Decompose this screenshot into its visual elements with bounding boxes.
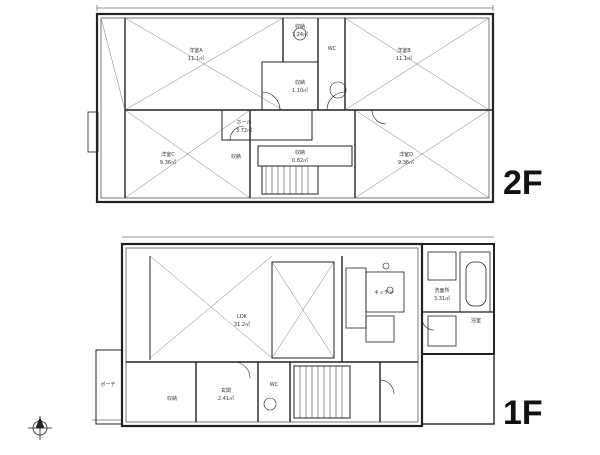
- room-name: 洋室C: [161, 151, 175, 158]
- room-area: 3.72㎡: [236, 127, 252, 134]
- room-area: 1.10㎡: [292, 87, 308, 94]
- floor-2f-plan: [87, 5, 495, 204]
- room-name: 収納: [167, 395, 177, 402]
- room-area: 31.2㎡: [234, 321, 250, 328]
- room-name: ホール: [236, 120, 251, 126]
- room-area: 11.1㎡: [396, 55, 412, 62]
- room-name: 洋室B: [397, 47, 411, 54]
- room-name: WC: [328, 46, 337, 52]
- floor-1f-plan: [92, 236, 495, 428]
- floor-label-2f: 2F: [503, 164, 543, 202]
- room-area: 1.24㎡: [292, 31, 308, 38]
- room-name: キッチン: [374, 290, 394, 296]
- room-name: 玄関: [221, 387, 231, 394]
- room-name: 洗面所: [434, 287, 449, 294]
- floor-1f-room-labels: LDK 31.2㎡ キッチン 洗面所 3.31㎡ 浴室 玄関 2.41㎡ WC …: [100, 287, 481, 402]
- room-name: 収納: [231, 153, 241, 160]
- room-name: 収納: [295, 79, 305, 86]
- room-name: ポーチ: [100, 381, 115, 388]
- room-name: 洋室A: [189, 47, 203, 54]
- room-area: 11.1㎡: [188, 55, 204, 62]
- room-area: 2.41㎡: [218, 395, 234, 402]
- room-name: 収納: [295, 23, 305, 30]
- floor-label-1f: 1F: [503, 394, 543, 432]
- room-name: 浴室: [471, 317, 481, 324]
- room-name: WC: [270, 382, 279, 388]
- compass-icon: [28, 416, 52, 440]
- room-area: 9.36㎡: [160, 159, 176, 166]
- room-area: 3.31㎡: [434, 295, 450, 302]
- room-name: 洋室D: [399, 151, 413, 158]
- room-name: 収納: [295, 149, 305, 156]
- room-name: LDK: [237, 314, 248, 320]
- floor-2f-room-labels: 洋室A 11.1㎡ 収納 1.24㎡ 洋室B 11.1㎡ WC 収納 1.10㎡…: [160, 23, 414, 166]
- room-area: 0.82㎡: [292, 157, 308, 164]
- room-area: 9.36㎡: [398, 159, 414, 166]
